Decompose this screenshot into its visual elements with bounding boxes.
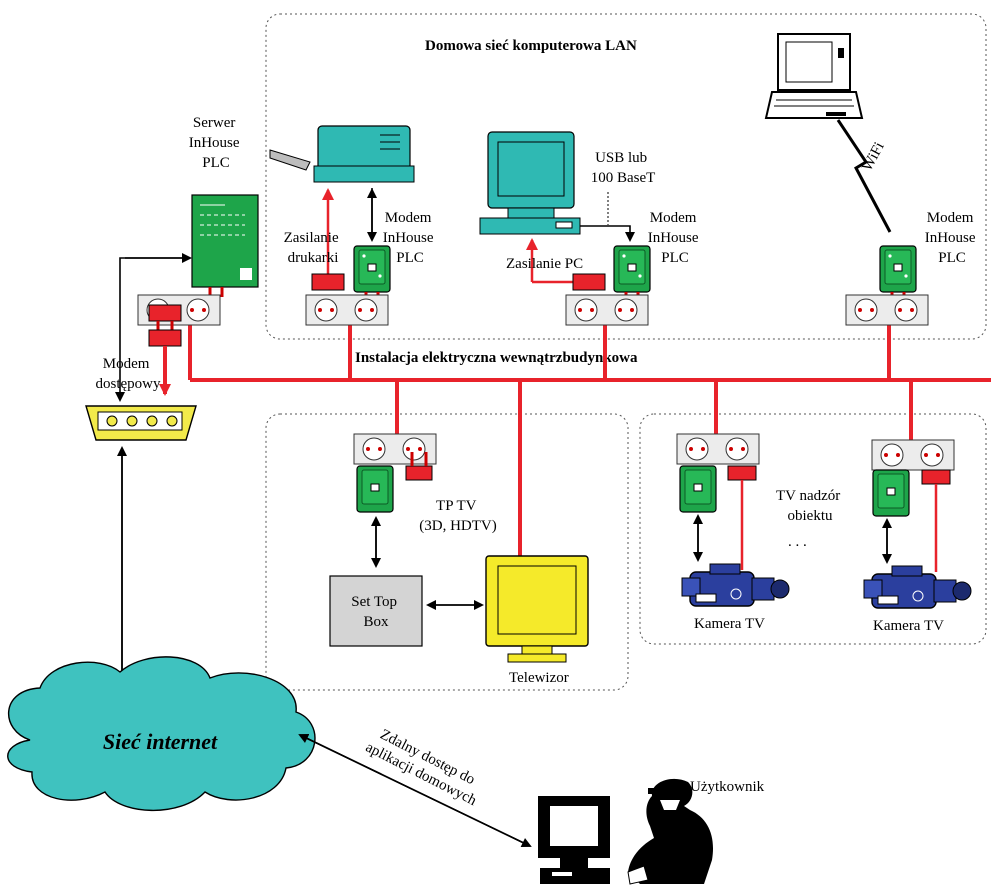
remote-access-label: Zdalny dostęp do aplikacji domowych [363,723,488,809]
modem-laptop [878,244,918,304]
printer [269,125,415,183]
modem-printer [352,244,392,304]
ellipsis: . . . [788,534,807,550]
camera2-label: Kamera TV [873,618,944,634]
printer-power-label: Zasilanie drukarki [284,230,343,266]
camera1 [681,563,790,607]
tp-tv-zone [265,413,629,691]
wifi-label: WiFi [859,140,887,174]
modem-pc-label: Modem InHouse PLC [648,210,703,266]
pc-power-strip [565,294,649,326]
wifi-link [836,119,892,233]
access-modem [85,405,197,441]
lan-zone [265,13,987,340]
user-figure [627,778,714,885]
tv-power-strip [353,433,437,465]
television [485,555,589,663]
laptop-power-strip [845,294,929,326]
server [191,194,259,297]
modem-tv [356,465,394,513]
server-plug [147,303,183,333]
wiring-title: Instalacja elektryczna wewnątrzbudynkowa [355,350,638,366]
tv-label: Telewizor [509,670,569,686]
camera1-power-strip [676,433,760,465]
set-top-box [329,575,423,647]
surveillance-label: TV nadzór obiektu [776,488,844,524]
camera1-label: Kamera TV [694,616,765,632]
modem-camera1 [679,465,717,513]
user-computer [538,796,610,884]
set-top-box-label: Set Top Box [351,594,401,630]
internet-cloud [7,656,316,812]
pc-power-label: Zasilanie PC [506,256,583,272]
modem-printer-label: Modem InHouse PLC [383,210,438,266]
user-label: Użytkownik [690,779,765,795]
server-label: Serwer InHouse PLC [189,115,244,171]
modem-laptop-label: Modem InHouse PLC [925,210,980,266]
tp-tv-label: TP TV (3D, HDTV) [419,498,496,534]
camera2-power-strip [871,439,955,471]
modem-pc [612,244,652,304]
surveillance-zone [639,413,987,645]
camera2 [863,565,972,609]
internet-label: Sieć internet [103,729,218,754]
desktop-pc [479,131,581,235]
access-modem-label: Modem dostępowy [96,356,161,392]
modem-camera2 [872,469,910,517]
pc-link-label: USB lub 100 BaseT [591,150,656,186]
printer-power-strip [305,294,389,326]
laptop [764,33,864,119]
lan-zone-title: Domowa sieć komputerowa LAN [425,38,637,54]
